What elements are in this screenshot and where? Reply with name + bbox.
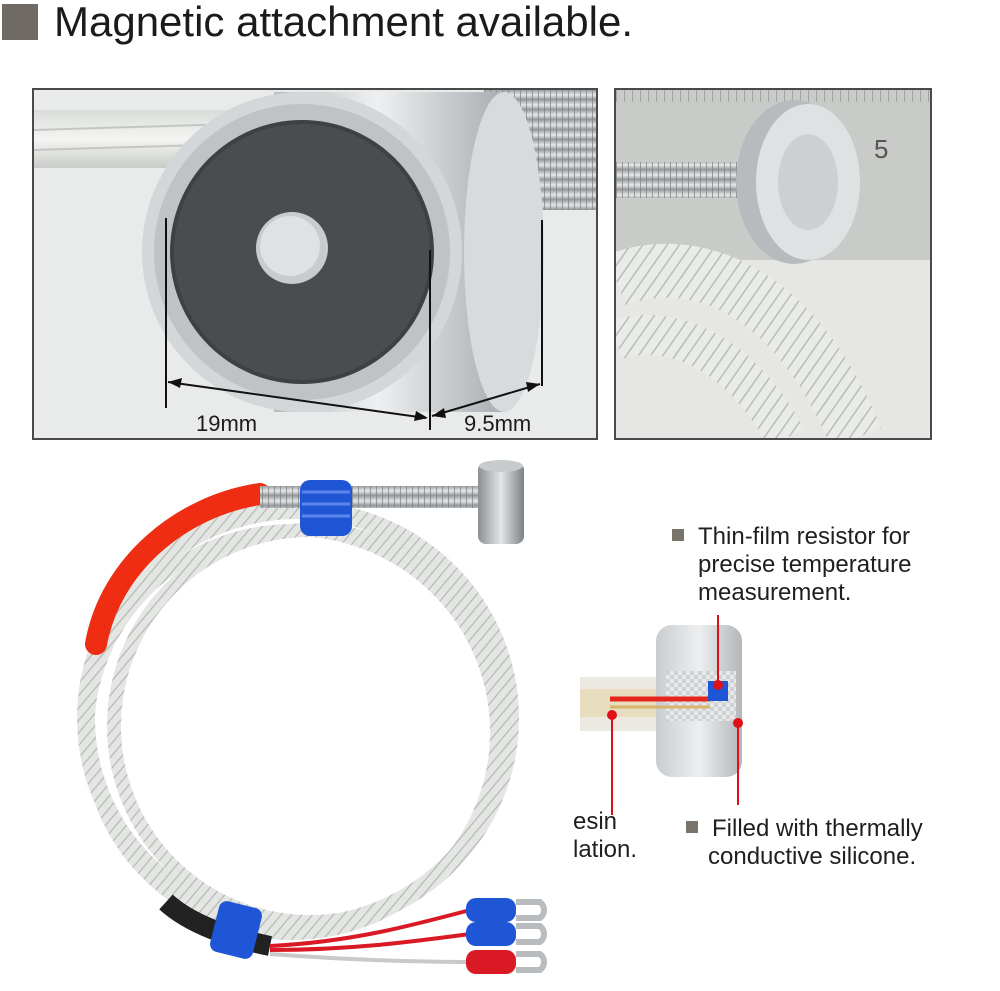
magnet-dimension-photo (32, 88, 598, 440)
silicone-callout: Filled with thermally conductive silicon… (686, 815, 923, 871)
square-bullet-icon (2, 4, 38, 40)
rtd-cable-photo (70, 456, 570, 986)
resin-callout: esin lation. (573, 808, 638, 863)
diameter-label: 19mm (196, 411, 258, 436)
thickness-label: 9.5mm (464, 411, 532, 436)
resistor-callout: Thin-film resistor for precise temperatu… (672, 523, 911, 607)
page-title: Magnetic attachment available. (54, 0, 633, 45)
sensor-cutaway-photo (570, 607, 770, 815)
magnet-ruler-photo: 5 (614, 88, 932, 440)
svg-text:5: 5 (874, 134, 888, 164)
square-bullet-icon (686, 821, 698, 833)
square-bullet-icon (672, 529, 684, 541)
